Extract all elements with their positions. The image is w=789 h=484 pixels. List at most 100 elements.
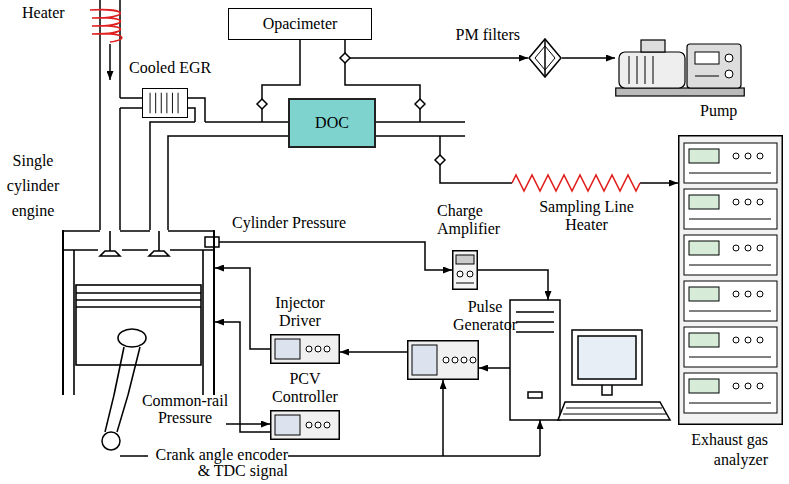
drawing-line [645,56,646,84]
pump-drawing [615,30,745,98]
heading-anchor: PM filters [415,26,520,44]
drawing-circle [733,337,739,343]
drawing-line [516,321,554,323]
drawing-line [539,420,541,456]
drawing-line [640,182,678,184]
drawing-path [100,251,120,256]
drawing-rect [684,189,777,229]
drawing-rect [689,287,719,301]
drawing-circle [733,383,739,389]
drawing-line [689,311,771,312]
filter-drawing [528,38,562,78]
drawing-line [172,93,173,114]
drawing-circle [102,432,120,450]
drawing-g [62,230,215,395]
charge-drawing [452,250,478,290]
drawing-circle [745,383,751,389]
drawing-rect [578,336,636,379]
drawing-line [109,44,111,80]
drawing-rect [275,415,300,435]
drawing-path [90,10,122,42]
heater-label: Sampling Line Heater [524,198,649,235]
drawing-circle [467,271,473,277]
drawing-line [76,292,201,294]
drawing-rect [684,281,777,321]
drawing-path [340,53,350,63]
node-heading: Pump [700,102,750,120]
drawing-rect [453,251,478,290]
drawing-rect [695,52,719,64]
drawing-rect [456,255,474,264]
drawing-line [689,219,771,220]
heading-anchor: Injector Driver [255,294,345,331]
drawing-line [689,357,771,358]
node-label: Opacimeter [263,15,338,33]
generator-figure: Pulse Generator [407,340,479,380]
drawing-circle [461,357,467,363]
drawing-line [689,403,771,404]
drawing-path [558,402,670,420]
heading-anchor: Single cylinder engine [4,148,62,223]
node-heading: Exhaust gas analyzer [638,430,768,470]
drawing-circle [757,199,763,205]
drawing-line [202,250,204,395]
engine-drawing [62,230,215,395]
drawing-circle [757,337,763,343]
heading-anchor: PCV Controller [265,370,345,407]
device-drawing [270,410,340,440]
drawing-rect [684,235,777,275]
drawing-circle [457,271,463,277]
label-anchor: Sampling Line Heater [524,198,649,235]
drawing-rect [684,373,777,413]
drawing-line [653,56,654,84]
drawing-circle [725,54,733,62]
drawing-line [76,299,201,301]
drawing-line [637,56,638,84]
drawing-path [435,155,445,165]
node-heading: Injector Driver [255,294,345,331]
drawing-rect [687,44,741,88]
drawing-path [529,39,561,77]
drawing-rect [689,149,719,163]
drawing-circle [315,422,321,428]
drawing-line [516,331,554,333]
drawing-circle [733,153,739,159]
drawing-path [150,122,195,230]
signal-label: Cylinder Pressure [232,214,392,232]
egr-cooler: Cooled EGR [142,88,188,118]
drawing-circle [443,357,449,363]
signal-connector [340,351,407,353]
engine-figure: Single cylinder engine [62,230,215,395]
drawing-rect [271,411,340,440]
drawing-rect [205,237,219,247]
signal-connector [562,57,615,59]
signal-label: Common-rail Pressure [135,392,235,426]
drawing-rect [412,345,437,375]
drawing-line [117,395,128,432]
label-anchor: Cylinder Pressure [232,214,392,232]
drawing-line [442,380,444,456]
node-heading: PCV Controller [265,370,345,407]
drawing-circle [306,422,312,428]
catalyst-box: DOC [288,98,376,148]
heading-anchor: Pulse Generator [445,298,525,335]
drawing-line [109,231,111,252]
heading-anchor: Charge Amplifier [437,202,527,239]
node-label: DOC [315,114,349,132]
drawing-circle [757,383,763,389]
drawing-line [166,93,167,114]
controller-figure: PCV Controller [270,410,340,440]
drawing-line [119,108,121,230]
drawing-line [376,135,465,137]
drawing-g [100,0,678,456]
drawing-line [105,395,114,432]
drawing-rect [684,143,777,183]
cooler-drawing [143,89,187,117]
heading-anchor: Cooled EGR [129,59,239,77]
signal-connector [215,322,270,432]
drawing-line [158,231,160,252]
drawing-path [478,270,548,300]
drawing-rect [684,327,777,367]
drawing-rect [689,241,719,255]
drawing-rect [641,40,665,52]
